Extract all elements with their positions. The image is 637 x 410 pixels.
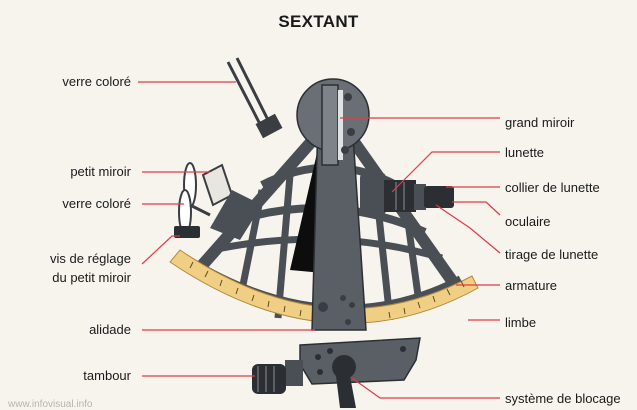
vernier-block xyxy=(300,338,420,384)
label-oculaire: oculaire xyxy=(505,214,551,229)
diagram-title: SEXTANT xyxy=(0,12,637,32)
shade-glass-top xyxy=(228,58,282,138)
label-verre-colore-top: verre coloré xyxy=(62,74,131,89)
watermark-text: www.infovisual.info xyxy=(8,399,92,410)
label-vis-de-reglage-line2: du petit miroir xyxy=(52,270,131,285)
label-petit-miroir: petit miroir xyxy=(70,164,131,179)
telescope xyxy=(360,172,454,216)
label-tambour: tambour xyxy=(83,368,131,383)
label-systeme-de-blocage: système de blocage xyxy=(505,391,621,406)
label-collier-de-lunette: collier de lunette xyxy=(505,180,600,195)
label-alidade: alidade xyxy=(89,322,131,337)
label-tirage-de-lunette: tirage de lunette xyxy=(505,247,598,262)
horizon-mirror xyxy=(174,163,262,240)
label-limbe: limbe xyxy=(505,315,536,330)
label-verre-colore-mid: verre coloré xyxy=(62,196,131,211)
label-grand-miroir: grand miroir xyxy=(505,115,574,130)
drum xyxy=(252,360,303,394)
label-armature: armature xyxy=(505,278,557,293)
label-vis-de-reglage-line1: vis de réglage xyxy=(50,251,131,266)
label-lunette: lunette xyxy=(505,145,544,160)
